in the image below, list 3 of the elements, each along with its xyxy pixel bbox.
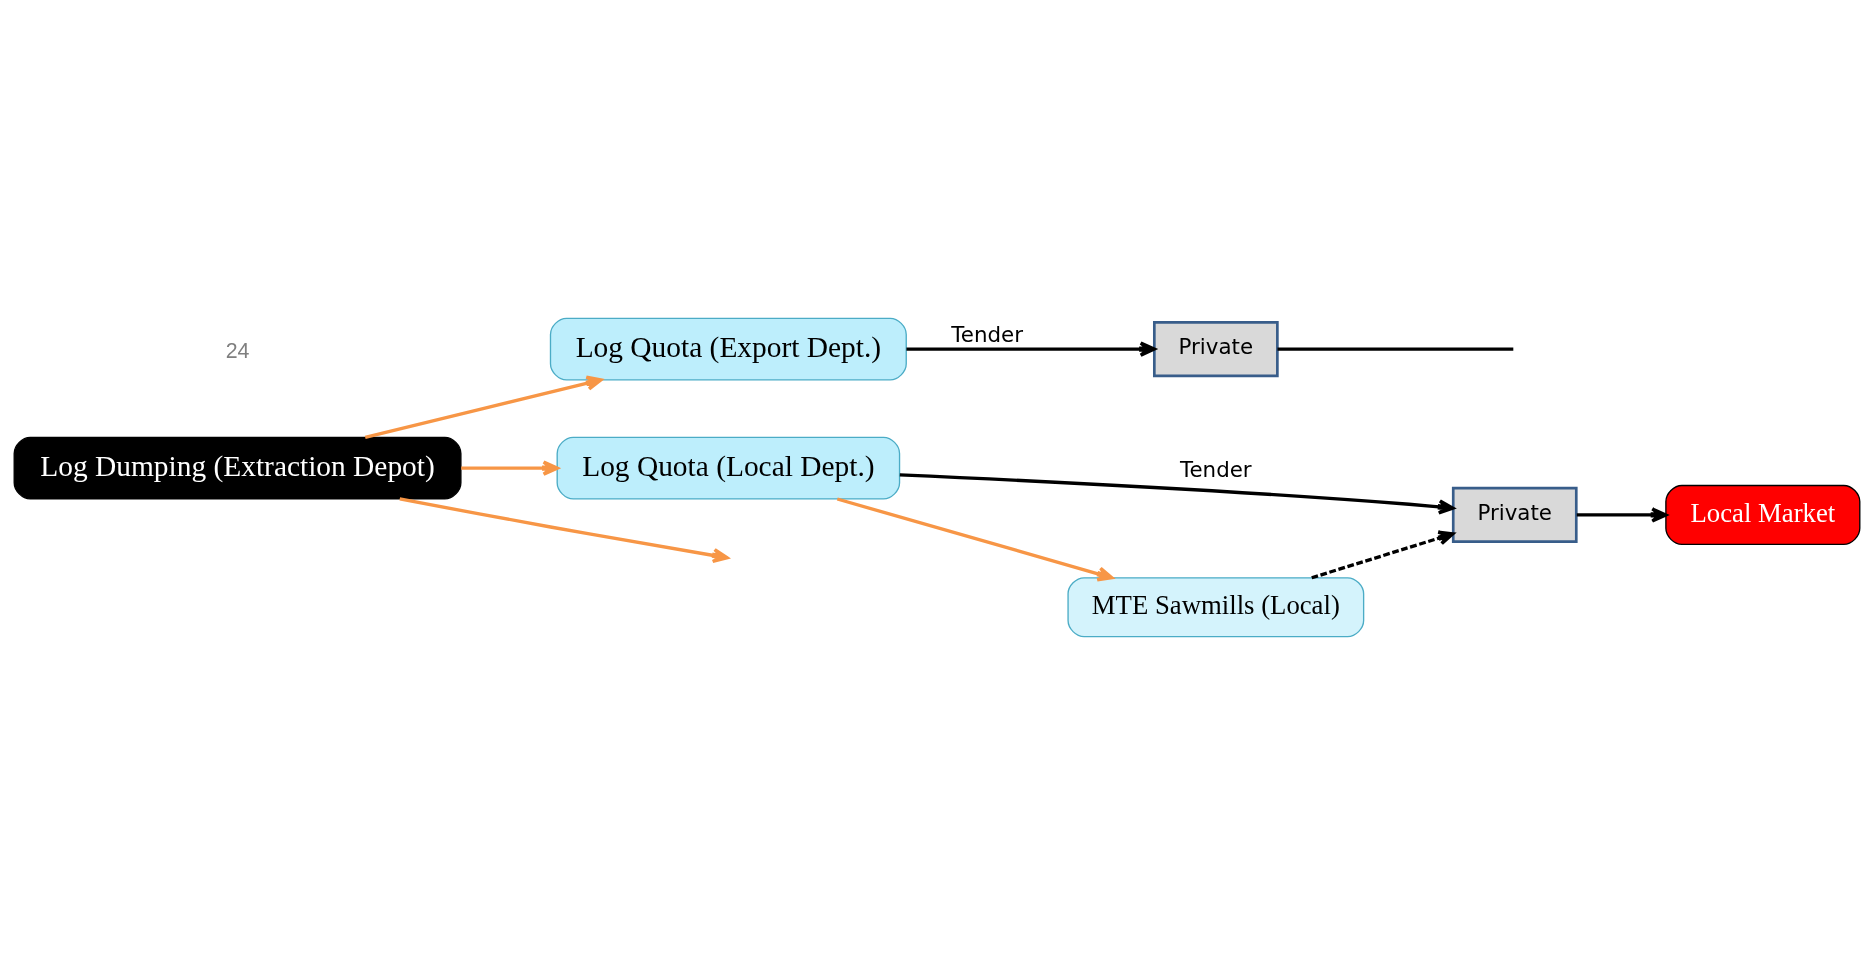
- edge-label: Tender: [951, 322, 1023, 348]
- edge-label: Tender: [1180, 457, 1252, 483]
- label: 24: [225, 339, 250, 364]
